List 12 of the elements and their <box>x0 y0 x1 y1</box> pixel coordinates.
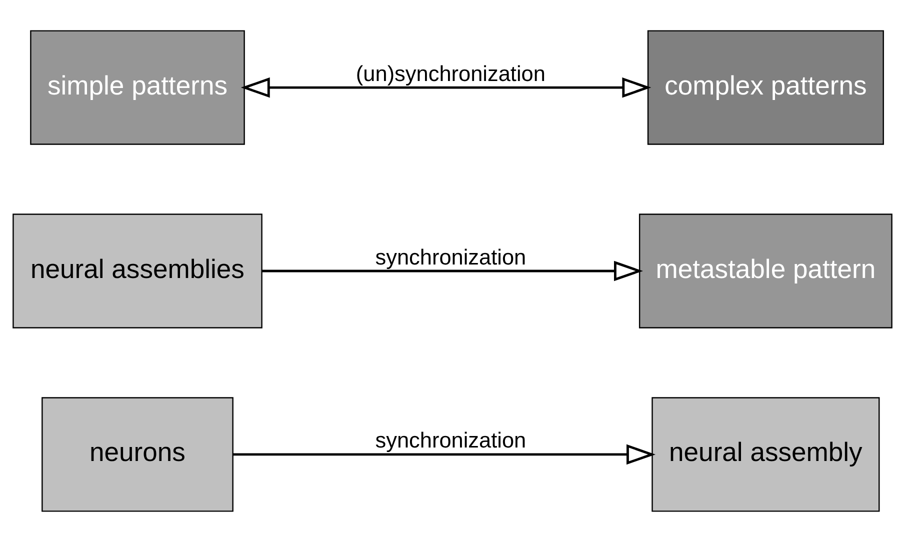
arrow <box>262 260 643 281</box>
node-box: complex patterns <box>647 30 884 144</box>
node-box: neural assembly <box>652 396 880 512</box>
arrow <box>233 444 656 464</box>
edge-label: (un)synchronization <box>356 60 546 86</box>
node-box: neural assemblies <box>12 213 262 328</box>
edge-label: synchronization <box>375 244 526 269</box>
node-box: neurons <box>42 396 234 512</box>
edge-label: synchronization <box>375 427 526 452</box>
node-box: simple patterns <box>30 30 245 144</box>
node-box: metastable pattern <box>638 213 892 328</box>
arrow <box>240 76 652 98</box>
